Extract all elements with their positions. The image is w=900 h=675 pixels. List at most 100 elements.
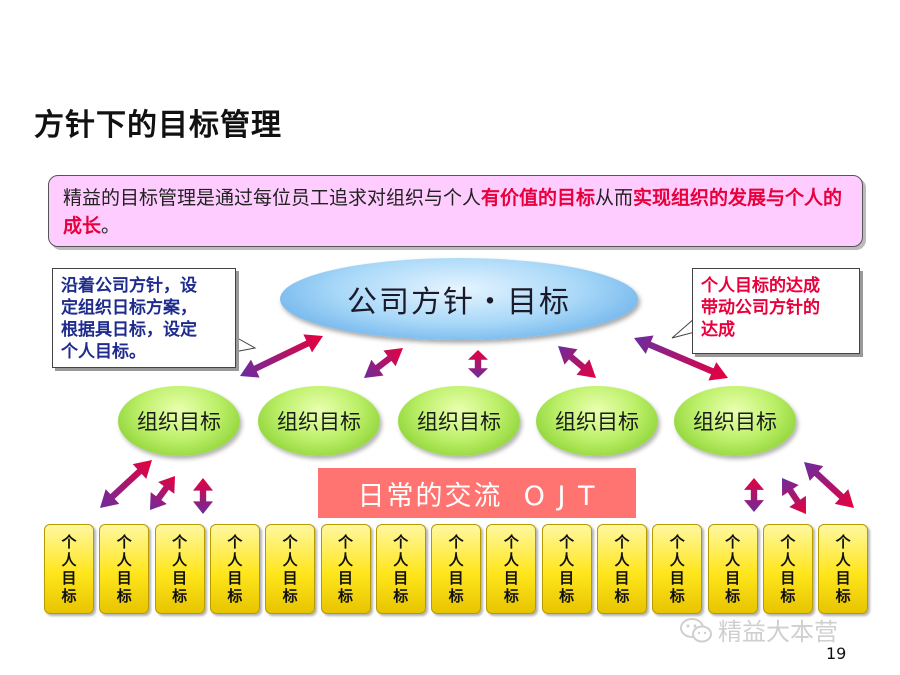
personal-goal-char: 个 bbox=[61, 533, 77, 551]
callout-left-line: 沿着公司方针，设 bbox=[61, 276, 197, 296]
personal-goal-box: 个人目标 bbox=[541, 524, 592, 614]
personal-goal-char: 标 bbox=[393, 587, 409, 605]
org-goal-4: 组织目标 bbox=[536, 386, 658, 456]
statement-highlight-development: 实现组织的发展与个人的成长 bbox=[63, 187, 843, 237]
personal-goal-box: 个人目标 bbox=[44, 524, 94, 614]
personal-goal-char: 个 bbox=[172, 533, 188, 551]
personal-goal-char: 个 bbox=[614, 533, 630, 551]
personal-goal-box: 个人目标 bbox=[762, 524, 813, 614]
personal-goal-char: 标 bbox=[282, 587, 298, 605]
personal-goal-char: 目 bbox=[172, 569, 188, 587]
personal-goal-char: 个 bbox=[337, 533, 353, 551]
watermark: 精益大本营 bbox=[680, 612, 838, 647]
personal-goal-char: 人 bbox=[835, 551, 851, 569]
personal-goal-char: 个 bbox=[725, 533, 741, 551]
personal-goal-char: 目 bbox=[282, 569, 298, 587]
personal-goal-box: 个人目标 bbox=[99, 524, 150, 614]
personal-goal-char: 人 bbox=[559, 551, 575, 569]
personal-goal-char: 目 bbox=[337, 569, 353, 587]
org-goal-2: 组织目标 bbox=[258, 386, 380, 456]
personal-goal-char: 标 bbox=[780, 587, 796, 605]
personal-goal-box: 个人目标 bbox=[265, 524, 316, 614]
personal-goal-char: 目 bbox=[61, 569, 77, 587]
personal-goal-char: 个 bbox=[780, 533, 796, 551]
personal-goal-char: 个 bbox=[116, 533, 132, 551]
personal-goal-char: 目 bbox=[559, 569, 575, 587]
personal-goal-char: 个 bbox=[835, 533, 851, 551]
wechat-icon bbox=[680, 617, 712, 642]
statement-text: 。 bbox=[101, 215, 121, 237]
page-number: 19 bbox=[826, 644, 847, 663]
callout-right-line: 个人目标的达成 bbox=[701, 276, 820, 296]
personal-goal-char: 个 bbox=[227, 533, 243, 551]
personal-goal-char: 个 bbox=[448, 533, 464, 551]
personal-goal-char: 个 bbox=[503, 533, 519, 551]
double-arrow-icon bbox=[468, 350, 488, 378]
personal-goal-char: 个 bbox=[559, 533, 575, 551]
personal-goal-char: 目 bbox=[780, 569, 796, 587]
personal-goal-char: 标 bbox=[503, 587, 519, 605]
callout-right-line: 带动公司方针的 bbox=[701, 298, 820, 318]
personal-goal-char: 人 bbox=[725, 551, 741, 569]
personal-goal-char: 人 bbox=[337, 551, 353, 569]
personal-goal-char: 目 bbox=[835, 569, 851, 587]
double-arrow-icon bbox=[744, 478, 764, 512]
personal-goal-char: 目 bbox=[393, 569, 409, 587]
personal-goal-box: 个人目标 bbox=[154, 524, 205, 614]
company-policy-goal: 公司方针・目标 bbox=[280, 258, 638, 340]
personal-goal-char: 标 bbox=[227, 587, 243, 605]
personal-goal-box: 个人目标 bbox=[818, 524, 869, 614]
personal-goal-char: 人 bbox=[61, 551, 77, 569]
double-arrow-icon bbox=[240, 334, 324, 378]
personal-goal-char: 人 bbox=[282, 551, 298, 569]
personal-goal-char: 目 bbox=[116, 569, 132, 587]
ojt-banner: 日常的交流 O J T bbox=[318, 468, 636, 518]
personal-goal-char: 个 bbox=[669, 533, 685, 551]
goal-statement-box: 精益的目标管理是通过每位员工追求对组织与个人有价值的目标从而实现组织的发展与个人… bbox=[48, 175, 863, 247]
personal-goal-char: 标 bbox=[669, 587, 685, 605]
personal-goal-box: 个人目标 bbox=[707, 524, 758, 614]
callout-right: 个人目标的达成 带动公司方针的 达成 bbox=[692, 268, 860, 354]
double-arrow-icon bbox=[558, 346, 597, 378]
personal-goal-char: 目 bbox=[614, 569, 630, 587]
personal-goal-char: 人 bbox=[448, 551, 464, 569]
personal-goal-char: 标 bbox=[172, 587, 188, 605]
double-arrow-icon bbox=[150, 475, 175, 510]
double-arrow-icon bbox=[804, 462, 855, 509]
personal-goal-char: 目 bbox=[448, 569, 464, 587]
callout-left-line: 个人目标。 bbox=[61, 342, 146, 362]
personal-goal-char: 目 bbox=[725, 569, 741, 587]
statement-text: 精益的目标管理是通过每位员工追求对组织与个人 bbox=[63, 187, 482, 209]
personal-goal-char: 人 bbox=[780, 551, 796, 569]
personal-goal-char: 标 bbox=[614, 587, 630, 605]
personal-goal-box: 个人目标 bbox=[320, 524, 371, 614]
personal-goal-box: 个人目标 bbox=[431, 524, 482, 614]
personal-goal-char: 人 bbox=[614, 551, 630, 569]
personal-goal-box: 个人目标 bbox=[597, 524, 647, 614]
page-title: 方针下的目标管理 bbox=[34, 108, 282, 143]
personal-goal-char: 个 bbox=[393, 533, 409, 551]
personal-goal-char: 标 bbox=[725, 587, 741, 605]
callout-left-line: 根据具日标，设定 bbox=[61, 320, 197, 340]
personal-goal-char: 标 bbox=[448, 587, 464, 605]
org-goal-5: 组织目标 bbox=[674, 386, 796, 456]
personal-goal-char: 个 bbox=[282, 533, 298, 551]
personal-goal-char: 标 bbox=[835, 587, 851, 605]
personal-goal-char: 人 bbox=[503, 551, 519, 569]
double-arrow-icon bbox=[100, 459, 153, 508]
callout-left-line: 定组织日标方案， bbox=[61, 298, 197, 318]
personal-goal-char: 标 bbox=[116, 587, 132, 605]
callout-left: 沿着公司方针，设 定组织日标方案， 根据具日标，设定 个人目标。 bbox=[52, 268, 236, 368]
personal-goal-box: 个人目标 bbox=[486, 524, 537, 614]
personal-goal-char: 目 bbox=[669, 569, 685, 587]
personal-goal-char: 人 bbox=[172, 551, 188, 569]
callout-right-line: 达成 bbox=[701, 320, 735, 340]
personal-goal-char: 人 bbox=[227, 551, 243, 569]
double-arrow-icon bbox=[193, 478, 213, 514]
double-arrow-icon bbox=[782, 478, 807, 515]
statement-text: 从而 bbox=[595, 187, 634, 209]
double-arrow-icon bbox=[364, 347, 404, 378]
org-goal-3: 组织目标 bbox=[398, 386, 520, 456]
org-goal-1: 组织目标 bbox=[118, 386, 240, 456]
personal-goal-char: 标 bbox=[337, 587, 353, 605]
